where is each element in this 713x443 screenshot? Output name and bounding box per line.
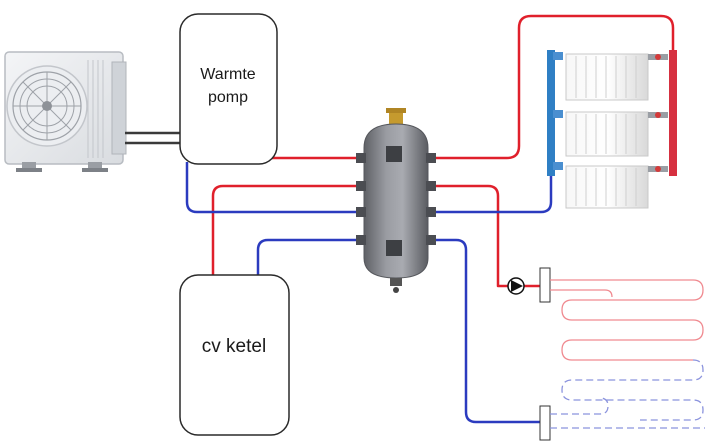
heat-pump-box: Warmte pomp [179, 13, 278, 165]
circulation-pump-icon [507, 277, 525, 295]
radiator-icon [547, 50, 677, 209]
heat-pump-label-line1: Warmte [200, 66, 256, 83]
refrigerant-lines [125, 131, 181, 145]
outdoor-unit-icon [4, 51, 127, 172]
heat-pump-label-line2: pomp [208, 89, 248, 106]
underfloor-loop-icon [550, 279, 705, 429]
boiler-box: cv ketel [179, 274, 290, 436]
manifold-icon [539, 267, 551, 441]
hydraulic-separator-icon [356, 108, 436, 293]
return-pipes [185, 162, 553, 424]
supply-pipes [211, 14, 675, 288]
boiler-label: cv ketel [202, 336, 266, 357]
